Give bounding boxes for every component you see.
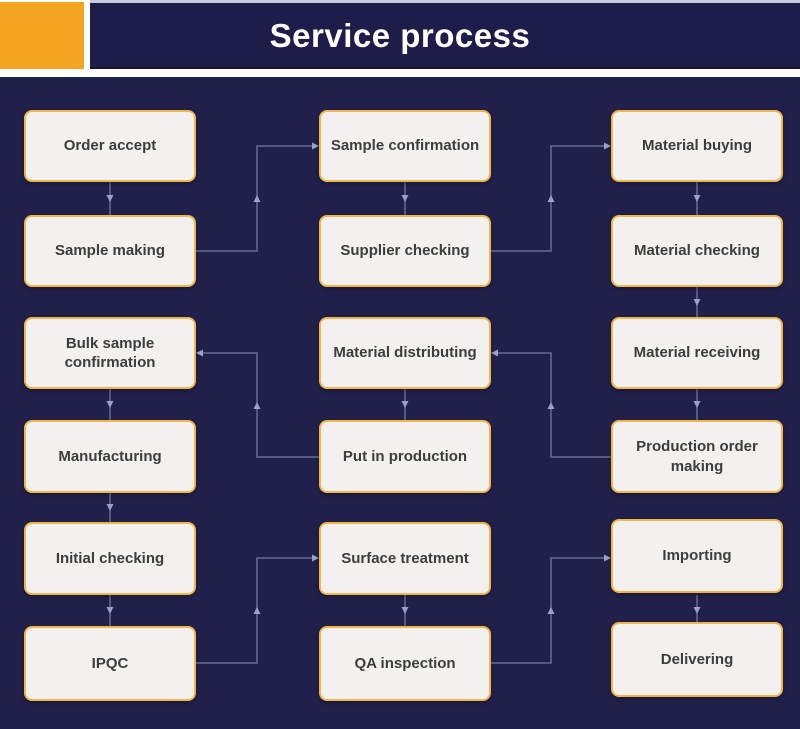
page-title: Service process bbox=[269, 17, 531, 54]
flow-box-material-distributing: Material distributing bbox=[319, 317, 491, 389]
flow-box-put-in-production: Put in production bbox=[319, 420, 491, 493]
flow-box-manufacturing: Manufacturing bbox=[24, 420, 196, 493]
flow-box-material-buying: Material buying bbox=[611, 110, 783, 182]
flowchart-canvas bbox=[0, 77, 800, 729]
flow-box-material-checking: Material checking bbox=[611, 215, 783, 287]
flow-box-order-accept: Order accept bbox=[24, 110, 196, 182]
flow-box-bulk-sample-confirmation: Bulk sample confirmation bbox=[24, 317, 196, 389]
flow-box-ipqc: IPQC bbox=[24, 626, 196, 701]
flow-box-sample-making: Sample making bbox=[24, 215, 196, 287]
header-bar bbox=[90, 3, 800, 69]
flow-box-supplier-checking: Supplier checking bbox=[319, 215, 491, 287]
flow-box-surface-treatment: Surface treatment bbox=[319, 522, 491, 595]
flow-box-production-order-making: Production order making bbox=[611, 420, 783, 493]
flow-box-qa-inspection: QA inspection bbox=[319, 626, 491, 701]
flow-box-initial-checking: Initial checking bbox=[24, 522, 196, 595]
flow-box-delivering: Delivering bbox=[611, 622, 783, 697]
top-strip bbox=[90, 0, 800, 3]
accent-square bbox=[0, 2, 84, 69]
flow-box-material-receiving: Material receiving bbox=[611, 317, 783, 389]
flow-box-sample-confirmation: Sample confirmation bbox=[319, 110, 491, 182]
flow-box-importing: Importing bbox=[611, 519, 783, 593]
